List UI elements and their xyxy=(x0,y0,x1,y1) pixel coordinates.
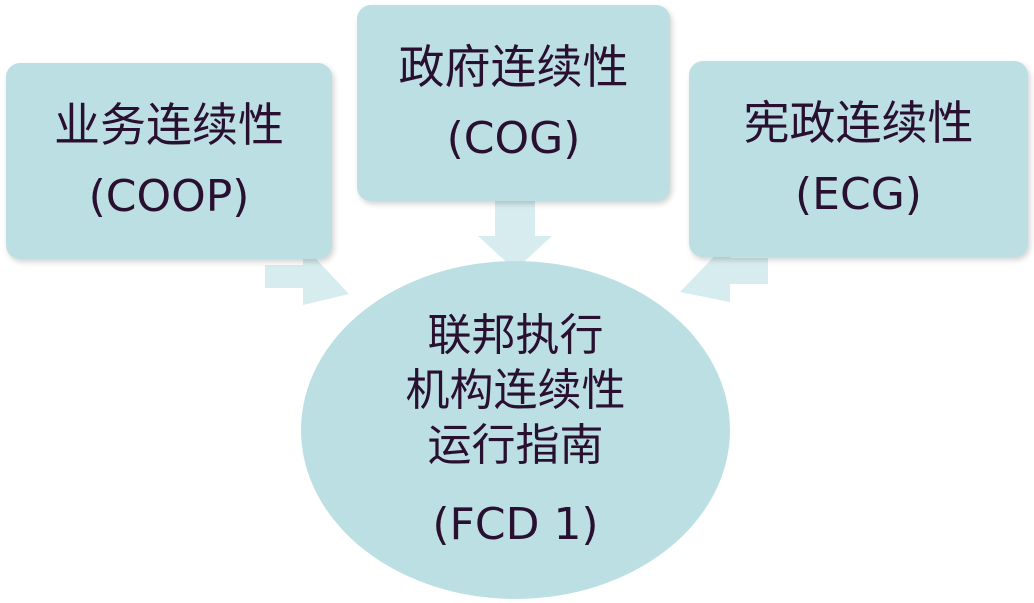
center-line-3: 运行指南 xyxy=(427,420,604,471)
box-coop-code: (COOP) xyxy=(88,171,250,222)
center-line-2: 机构连续性 xyxy=(405,365,626,416)
box-ecg-code: (ECG) xyxy=(795,169,922,220)
arrow-ecg-to-center xyxy=(680,240,768,302)
box-cog: 政府连续性 (COG) xyxy=(357,5,670,201)
box-cog-code: (COG) xyxy=(446,113,581,164)
box-coop: 业务连续性 (COOP) xyxy=(6,63,332,259)
arrow-coop-to-center xyxy=(265,245,349,305)
box-cog-label: 政府连续性 xyxy=(398,40,629,94)
center-code: (FCD 1) xyxy=(432,499,599,550)
center-ellipse: 联邦执行 机构连续性 运行指南 (FCD 1) xyxy=(301,261,730,599)
center-line-1: 联邦执行 xyxy=(427,310,604,361)
box-ecg: 宪政连续性 (ECG) xyxy=(689,61,1028,257)
box-coop-label: 业务连续性 xyxy=(54,98,284,152)
arrow-cog-to-center xyxy=(478,200,552,270)
box-ecg-label: 宪政连续性 xyxy=(743,96,974,150)
